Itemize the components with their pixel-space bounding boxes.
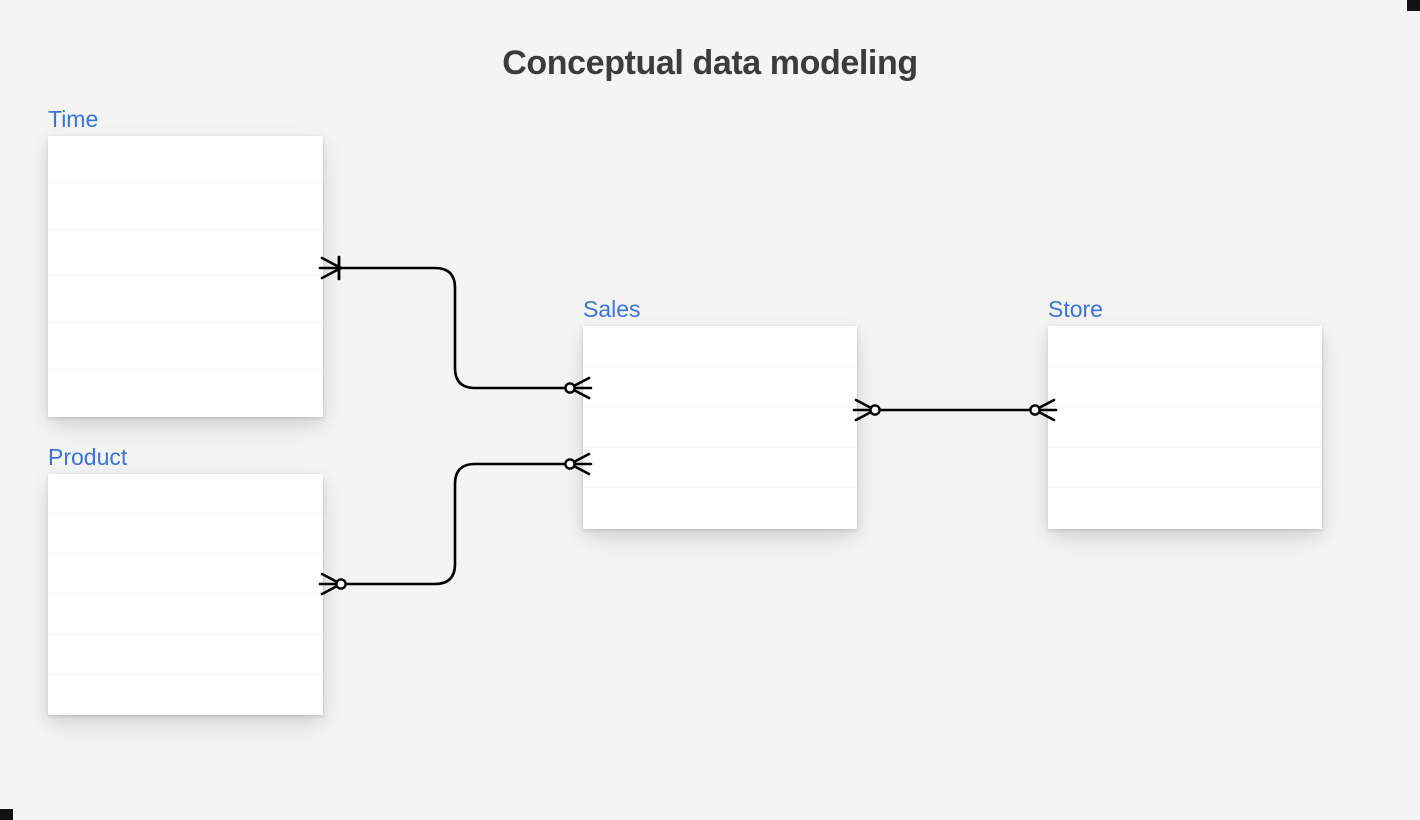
- entity-store-card[interactable]: [1048, 326, 1322, 529]
- entity-row[interactable]: [48, 136, 323, 183]
- registration-mark-bottom-left: [0, 809, 13, 820]
- entity-row[interactable]: [583, 407, 857, 448]
- entity-product-card[interactable]: [48, 474, 323, 715]
- entity-time-card[interactable]: [48, 136, 323, 417]
- entity-row[interactable]: [48, 276, 323, 324]
- entity-product-label: Product: [48, 443, 128, 470]
- entity-row[interactable]: [583, 488, 857, 529]
- entity-row[interactable]: [1048, 448, 1322, 489]
- entity-row[interactable]: [48, 183, 323, 230]
- entity-row[interactable]: [1048, 488, 1322, 529]
- page-title: Conceptual data modeling: [502, 44, 918, 82]
- entity-sales-label: Sales: [583, 295, 641, 322]
- entity-row[interactable]: [48, 594, 323, 635]
- entity-store[interactable]: Store: [1048, 296, 1322, 529]
- entity-row[interactable]: [48, 635, 323, 675]
- entity-product[interactable]: Product: [48, 444, 323, 715]
- entity-row[interactable]: [1048, 367, 1322, 408]
- entity-row[interactable]: [48, 323, 323, 371]
- entity-store-label: Store: [1048, 295, 1103, 322]
- entity-time-label: Time: [48, 105, 99, 132]
- relationship-sales-store[interactable]: [854, 400, 1056, 420]
- registration-mark-top-right: [1407, 0, 1420, 11]
- entity-row[interactable]: [48, 554, 323, 595]
- cardinality-zero-or-many-product: [320, 574, 346, 594]
- entity-row[interactable]: [48, 474, 323, 515]
- entity-sales-card[interactable]: [583, 326, 857, 529]
- entity-row[interactable]: [583, 367, 857, 408]
- cardinality-one-or-many-time: [320, 257, 341, 279]
- entity-time[interactable]: Time: [48, 106, 323, 417]
- entity-row[interactable]: [583, 326, 857, 367]
- cardinality-zero-or-many-sales-right: [854, 400, 880, 420]
- entity-row[interactable]: [48, 514, 323, 555]
- entity-row[interactable]: [1048, 326, 1322, 367]
- entity-row[interactable]: [1048, 407, 1322, 448]
- entity-sales[interactable]: Sales: [583, 296, 857, 529]
- entity-row[interactable]: [48, 370, 323, 417]
- entity-row[interactable]: [48, 675, 323, 715]
- entity-row[interactable]: [583, 448, 857, 489]
- entity-row[interactable]: [48, 230, 323, 277]
- relationship-product-sales[interactable]: [320, 454, 591, 594]
- relationship-time-sales[interactable]: [320, 257, 591, 398]
